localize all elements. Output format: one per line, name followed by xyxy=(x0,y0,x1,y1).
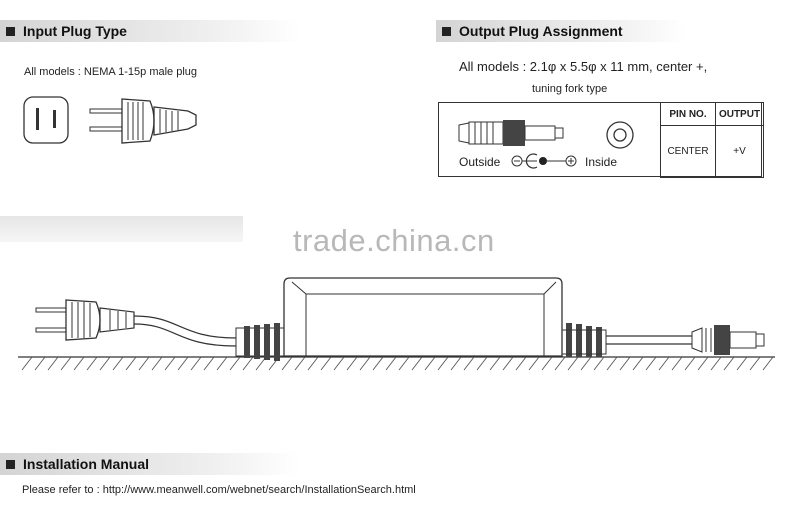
output-plug-title: Output Plug Assignment xyxy=(459,23,623,39)
polarity-icon xyxy=(511,153,577,169)
output-header: OUTPUT xyxy=(715,102,764,126)
output-spec-line2: tuning fork type xyxy=(532,83,608,95)
watermark: trade.china.cn xyxy=(293,223,495,258)
output-plug-header: Output Plug Assignment xyxy=(436,20,686,42)
inside-label: Inside xyxy=(585,155,618,169)
outside-label: Outside xyxy=(459,155,501,169)
output-cell: +V xyxy=(715,125,764,178)
plug-side-icon xyxy=(89,98,197,144)
square-bullet-icon xyxy=(6,26,15,36)
dc-plug-icon xyxy=(458,120,564,146)
square-bullet-icon xyxy=(442,26,451,36)
installation-header: Installation Manual xyxy=(0,453,300,475)
pin-cell: CENTER xyxy=(660,125,716,178)
adapter-illustration xyxy=(18,277,775,371)
section-divider-band xyxy=(0,216,243,242)
output-spec-line1: All models : 2.1φ x 5.5φ x 11 mm, center… xyxy=(459,59,708,74)
pin-no-header: PIN NO. xyxy=(660,102,716,126)
installation-link[interactable]: Please refer to : http://www.meanwell.co… xyxy=(22,484,416,496)
plug-face-icon xyxy=(23,96,69,144)
plug-front-icon xyxy=(606,121,634,149)
installation-title: Installation Manual xyxy=(23,456,150,472)
input-plug-title: Input Plug Type xyxy=(23,23,127,39)
input-plug-header: Input Plug Type xyxy=(0,20,300,42)
input-plug-note: All models : NEMA 1-15p male plug xyxy=(24,66,198,78)
pin-table: PIN NO. OUTPUT CENTER +V xyxy=(660,102,764,178)
square-bullet-icon xyxy=(6,459,15,469)
output-plug-box: Outside Inside PIN NO. OUTPUT CENTER +V xyxy=(438,102,764,178)
